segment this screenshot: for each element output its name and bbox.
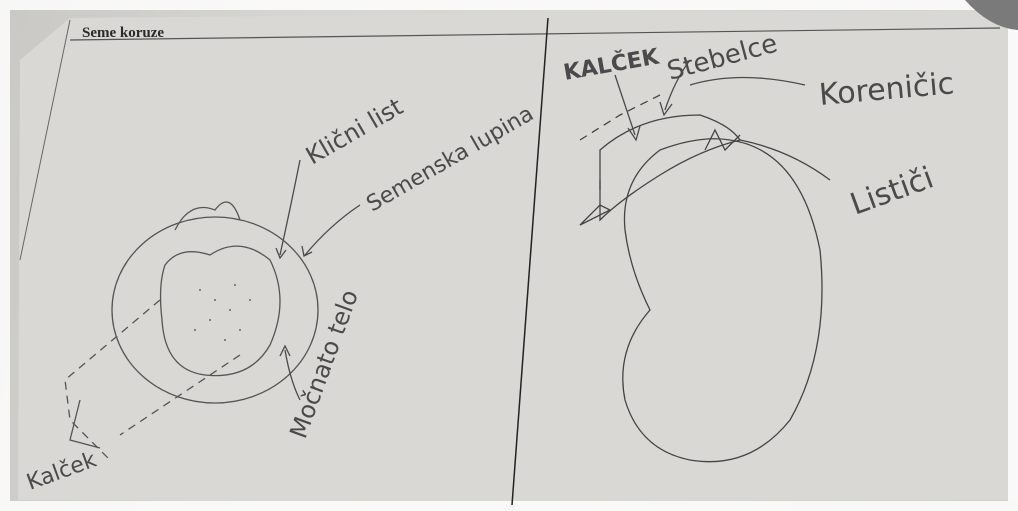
header-title: Seme koruze: [82, 25, 164, 41]
